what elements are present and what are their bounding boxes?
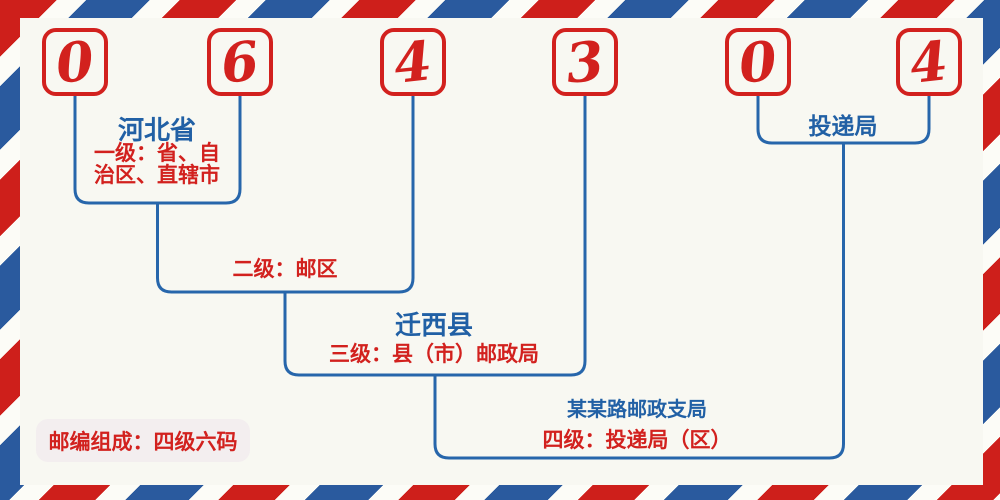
digit-box-6: 4 [896, 28, 962, 96]
digit-box-1: 0 [42, 28, 108, 96]
level1-desc-label: 一级：省、自 治区、直辖市 [94, 142, 220, 186]
digit-4: 3 [562, 28, 608, 96]
level3-desc-label: 三级：县（市）邮政局 [329, 342, 539, 366]
level2-desc-label: 二级：邮区 [232, 257, 338, 281]
digit-box-3: 4 [380, 28, 446, 96]
envelope-inner [20, 18, 983, 485]
delivery-office-label: 投递局 [808, 114, 878, 140]
digit-3: 4 [390, 28, 436, 96]
composition-note-text: 邮编组成：四级六码 [48, 429, 238, 454]
level1-desc-line2: 治区、直辖市 [94, 163, 220, 187]
composition-note: 邮编组成：四级六码 [36, 419, 250, 462]
digit-6: 4 [906, 28, 952, 96]
level4-office-label: 某某路邮政支局 [567, 397, 707, 421]
digit-2: 6 [217, 28, 263, 96]
digit-box-2: 6 [207, 28, 273, 96]
digit-box-5: 0 [725, 28, 791, 96]
level1-region-label: 河北省 [117, 116, 197, 146]
digit-5: 0 [735, 28, 781, 96]
digit-box-4: 3 [552, 28, 618, 96]
digit-1: 0 [52, 28, 98, 96]
level1-desc-line1: 一级：省、自 [94, 141, 220, 165]
level3-region-label: 迁西县 [394, 311, 474, 341]
level4-desc-label: 四级：投递局（区） [542, 428, 732, 452]
